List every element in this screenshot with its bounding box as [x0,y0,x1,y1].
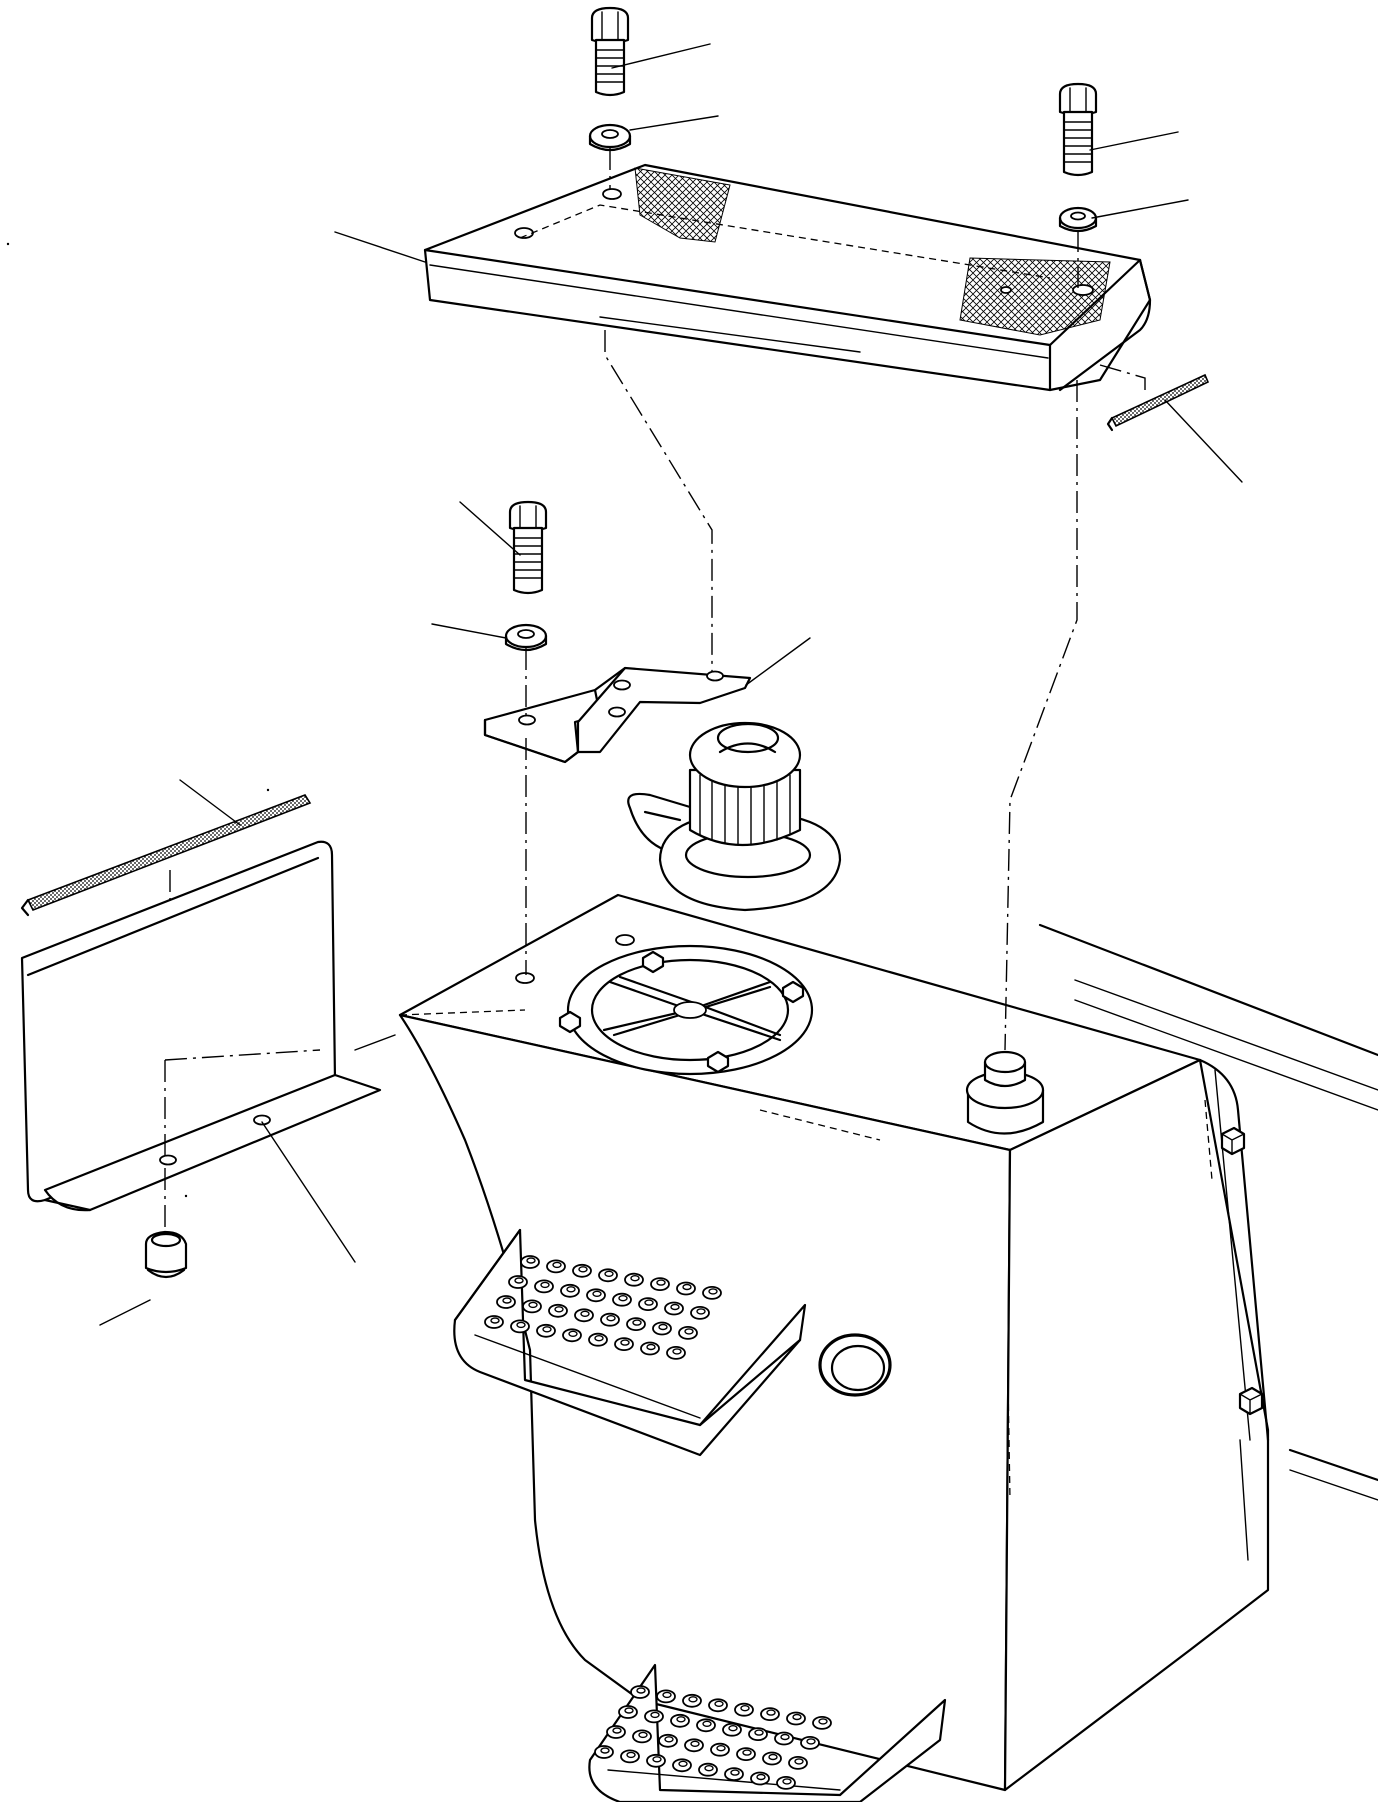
tread-dot-inner [818,1718,828,1725]
tread-dot-inner [676,1716,686,1723]
sight-glass [818,1333,892,1397]
bolt-top-right-icon [1058,82,1098,177]
tread-dot-inner [644,1299,654,1306]
washer-top-left-icon [588,123,632,152]
tread-dot-inner [708,1288,718,1295]
tread-dot-inner [514,1277,524,1284]
tread-dot-inner [636,1687,646,1694]
tread-dot-inner [632,1319,642,1326]
step-tread-dots [594,1685,832,1790]
tread-dot-inner [682,1283,692,1291]
tread-dot-inner [612,1727,622,1734]
tread-dot-inner [656,1279,666,1286]
tread-dot-inner [490,1317,500,1324]
drawing-speck [6,242,10,246]
tread-dot-inner [606,1314,616,1322]
flange-bolt-icon [1238,1386,1264,1416]
tread-dot-inner [780,1733,790,1741]
mounting-bracket [483,666,752,764]
drawing-speck [266,788,270,792]
tread-dot-inner [516,1321,526,1329]
l-bracket-guard [20,840,382,1212]
cover-bolt-icon [558,950,805,1074]
tread-dot-inner [604,1270,614,1278]
tank-top-hole [615,934,635,946]
tank-top-hole [515,972,535,984]
bolt-middle-icon [508,500,548,595]
tread-dot-inner [754,1729,764,1736]
tread-dot-inner [650,1711,660,1719]
tread-dot-inner [702,1720,712,1728]
tread-dot-inner [646,1343,656,1351]
tread-dot-inner [766,1709,776,1716]
tread-dot-inner [730,1769,740,1776]
tread-dot-inner [662,1691,672,1699]
tread-dot-inner [664,1736,674,1743]
tread-dot-inner [652,1756,662,1763]
tread-dot-inner [782,1778,792,1785]
tread-dot-inner [658,1323,668,1331]
tread-dot-inner [794,1758,804,1765]
top-cover-platform [423,163,1152,392]
bolt-top-left-icon [590,6,630,97]
tread-dot-inner [740,1704,750,1712]
anti-slip-strip-right [1106,373,1210,432]
tread-dot-inner [728,1724,738,1732]
lower-step [588,1663,947,1802]
step-tread-dots [484,1255,722,1360]
tread-dot-inner [566,1286,576,1293]
tread-dot-inner [704,1764,714,1772]
leader-lines [99,43,1243,1326]
tread-dot-inner [540,1281,550,1289]
tread-dot-inner [716,1744,726,1752]
tread-dot-inner [696,1308,706,1315]
tread-dot-inner [630,1274,640,1282]
washer-top-right-icon [1058,206,1098,233]
tread-dot-inner [568,1330,578,1338]
tread-dot-inner [554,1306,564,1313]
anti-slip-strip-left [20,794,312,917]
anti-slip-mesh [959,257,1111,336]
tread-dot-inner [542,1326,552,1333]
tread-dot-inner [580,1310,590,1318]
flange-bolt-icon [1220,1126,1246,1156]
tread-dot-inner [624,1707,634,1714]
nut-icon [144,1230,188,1279]
filler-neck [965,1050,1045,1135]
inspection-cover [558,944,814,1076]
tread-dot-inner [670,1303,680,1311]
tread-dot-inner [806,1738,816,1745]
tread-dot-inner [792,1713,802,1721]
tread-dot-inner [620,1339,630,1346]
tread-dot-inner [528,1301,538,1309]
tread-dot-inner [600,1747,610,1754]
tread-dot-inner [756,1773,766,1781]
upper-step [453,1228,807,1457]
tread-dot-inner [768,1753,778,1761]
vehicle-frame-lines [354,923,1378,1501]
tread-dot-inner [626,1751,636,1759]
tread-dot-inner [526,1257,536,1264]
tread-dot-inner [502,1297,512,1304]
breather-cap [627,721,842,912]
tread-dot-inner [714,1700,724,1708]
tread-dot-inner [672,1348,682,1355]
tread-dot-inner [552,1261,562,1269]
tread-dot-inner [594,1334,604,1342]
assembly-lines [164,148,1146,1230]
tread-dot-inner [742,1749,752,1756]
anti-slip-mesh [634,167,731,243]
washer-middle-icon [504,623,548,652]
tread-dot-inner [618,1294,628,1302]
tread-dot-inner [638,1731,648,1739]
drawing-speck [184,1194,188,1198]
tread-dot-inner [684,1328,694,1335]
tread-dot-inner [690,1740,700,1748]
tread-dot-inner [578,1266,588,1273]
tread-dot-inner [678,1760,688,1768]
tread-dot-inner [592,1290,602,1298]
tread-dot-inner [688,1696,698,1703]
